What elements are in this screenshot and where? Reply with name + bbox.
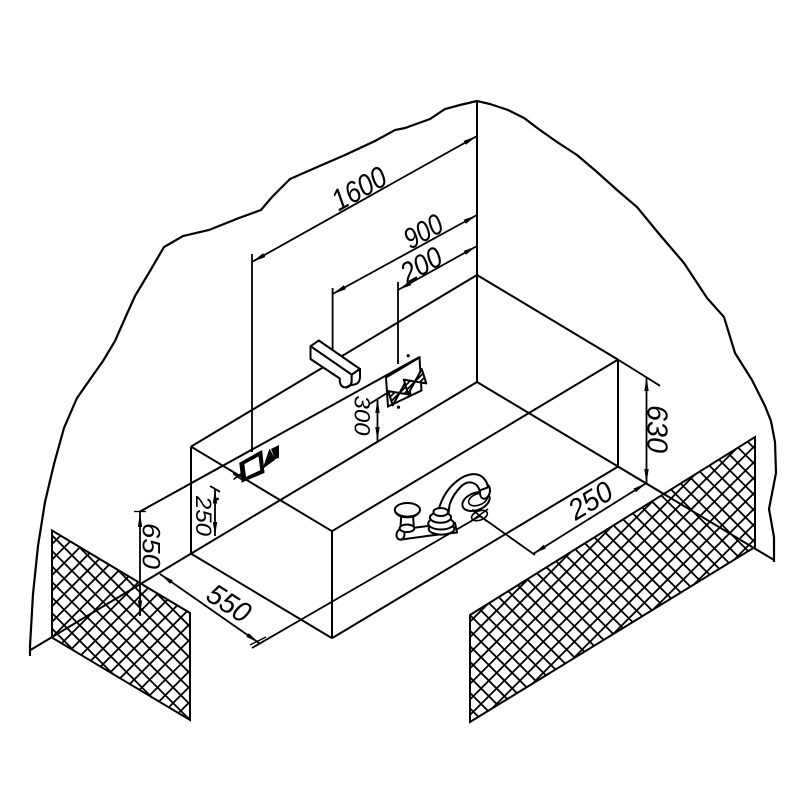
svg-text:250: 250 (191, 495, 216, 537)
svg-text:650: 650 (137, 523, 165, 569)
svg-text:630: 630 (641, 405, 673, 453)
svg-text:300: 300 (350, 396, 375, 437)
